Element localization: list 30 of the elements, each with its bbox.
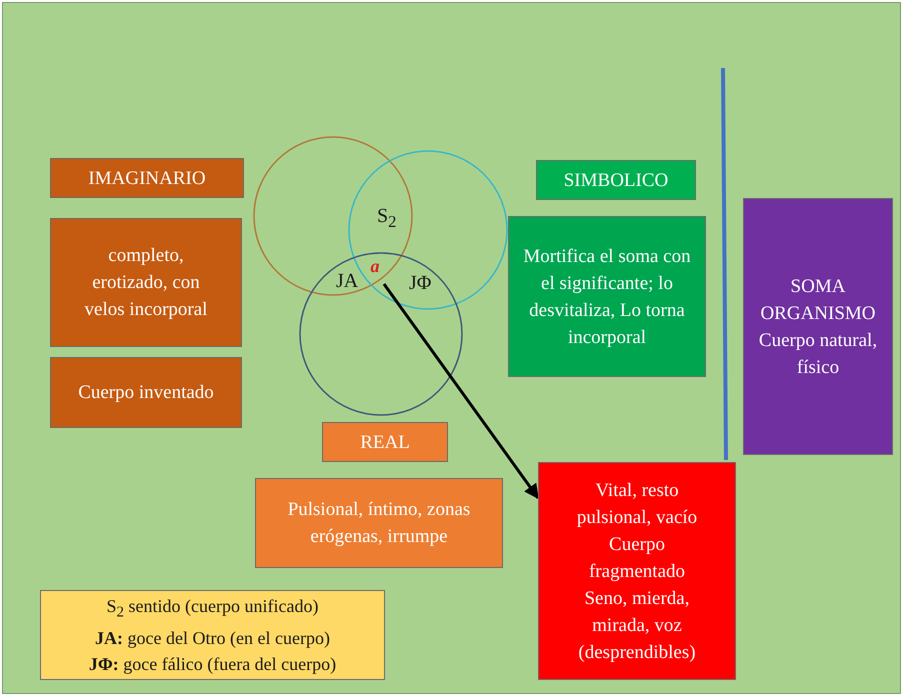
- box-text: Mortifica el soma con el significante; lo desvitaliza, Lo torna incorporal: [522, 244, 692, 350]
- box-text: Cuerpo inventado: [78, 381, 214, 405]
- box-background: [255, 478, 503, 568]
- object-letter: a: [370, 254, 380, 278]
- box-background: [538, 462, 736, 680]
- box-background: [50, 357, 242, 428]
- region-label: JΦ: [409, 272, 432, 295]
- box-text: SIMBOLICO: [564, 168, 668, 192]
- box-text: IMAGINARIO: [88, 166, 206, 190]
- arrow: [382, 283, 540, 500]
- box-background: [508, 216, 706, 377]
- region-label: JA: [336, 270, 358, 293]
- region-label: S$_{2}$: [377, 205, 396, 232]
- box-background: [50, 158, 244, 198]
- box-text: Seno, mierda, mirada, voz (desprendibles): [577, 586, 697, 664]
- box-text: JA: goce del Otro (en el cuerpo): [95, 627, 330, 650]
- box-background: [50, 218, 242, 347]
- box-background: [536, 160, 696, 200]
- box-text: REAL: [360, 430, 410, 454]
- box-text: completo, erotizado, con velos incorporal: [84, 244, 208, 322]
- box-text: Pulsional, íntimo, zonas erógenas, irrumpe: [286, 498, 472, 549]
- legend-background: [40, 590, 385, 680]
- box-text: JΦ: goce fálico (fuera del cuerpo): [88, 653, 336, 676]
- box-text: SOMA ORGANISMO: [759, 274, 877, 326]
- box-text: Cuerpo natural, físico: [758, 328, 878, 380]
- box-text: S$_{2}$ sentido (cuerpo unificado): [106, 594, 318, 622]
- box-text: Vital, resto pulsional, vacío: [576, 478, 698, 530]
- box-background: [322, 422, 448, 462]
- box-background: [743, 198, 893, 455]
- box-text: Cuerpo fragmentado: [588, 532, 686, 584]
